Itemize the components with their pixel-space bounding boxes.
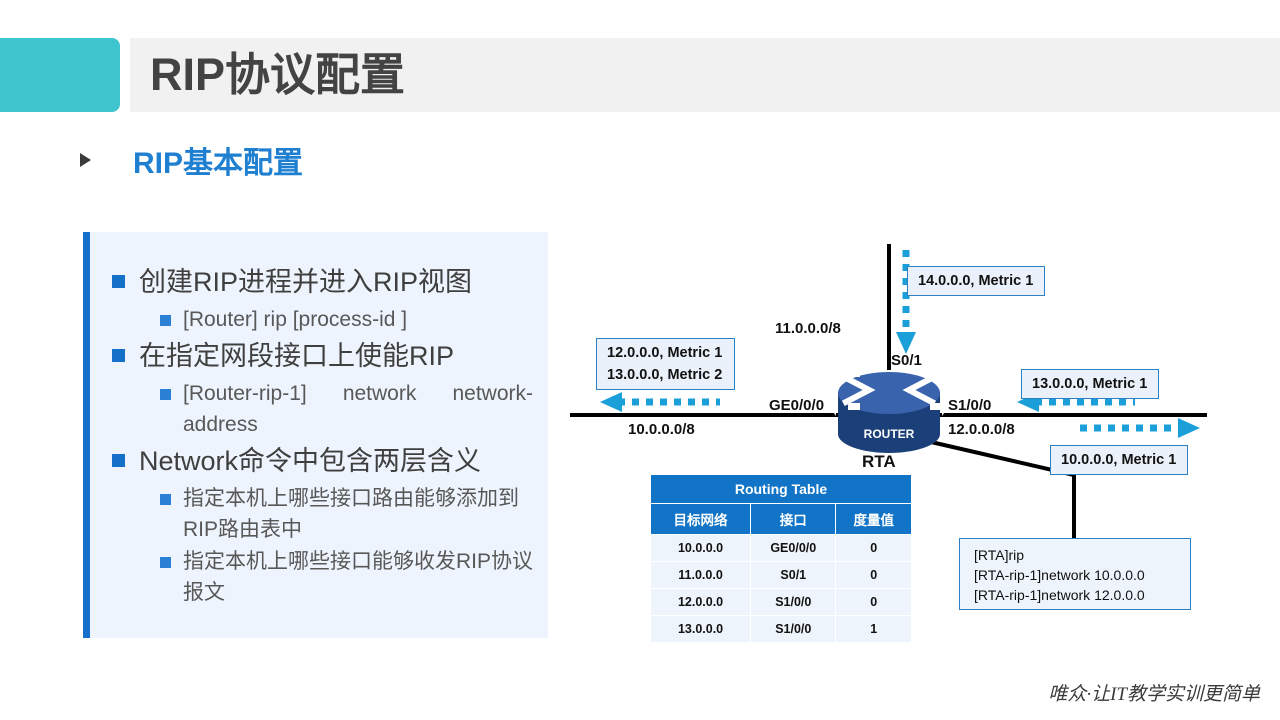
config-line-2: [RTA-rip-1]network 10.0.0.0 xyxy=(974,567,1145,583)
list-item: [Router-rip-1] network network-address xyxy=(160,378,534,440)
table-row: 10.0.0.0 GE0/0/0 0 xyxy=(649,534,912,562)
bullet-subtext: 指定本机上哪些接口能够收发RIP协议报文 xyxy=(183,550,534,604)
cell-interface: GE0/0/0 xyxy=(750,534,837,562)
cell-metric: 0 xyxy=(835,534,912,562)
router-name-label: RTA xyxy=(862,452,896,471)
topology-svg: ROUTER xyxy=(570,244,1207,540)
square-bullet-icon xyxy=(160,389,171,400)
callout-right-lower-line: 10.0.0.0, Metric 1 xyxy=(1061,452,1177,468)
table-row: 12.0.0.0 S1/0/0 0 xyxy=(649,588,912,616)
dotted-arrow-top xyxy=(896,250,916,354)
bullet-text: Network命令中包含两层含义 xyxy=(139,446,482,476)
cell-network: 12.0.0.0 xyxy=(649,588,752,616)
interface-label-top: S0/1 xyxy=(891,352,922,369)
square-bullet-icon xyxy=(112,275,125,288)
content-panel: 创建RIP进程并进入RIP视图 [Router] rip [process-id… xyxy=(83,232,548,638)
cell-metric: 1 xyxy=(835,615,912,643)
header-band xyxy=(130,38,1280,112)
callout-left-line2: 13.0.0.0, Metric 2 xyxy=(607,367,723,383)
callout-right-upper: 13.0.0.0, Metric 1 xyxy=(1021,369,1159,399)
bullet-subtext: 指定本机上哪些接口路由能够添加到RIP路由表中 xyxy=(183,487,519,541)
square-bullet-icon xyxy=(160,494,171,505)
cell-interface: S0/1 xyxy=(750,561,837,589)
interface-label-left: GE0/0/0 xyxy=(769,397,825,414)
callout-right-upper-line: 13.0.0.0, Metric 1 xyxy=(1032,376,1148,392)
list-item: 指定本机上哪些接口路由能够添加到RIP路由表中 xyxy=(160,483,534,545)
network-label-top: 11.0.0.0/8 xyxy=(775,320,841,337)
column-header-metric: 度量值 xyxy=(835,503,912,535)
square-bullet-icon xyxy=(112,454,125,467)
column-header-interface: 接口 xyxy=(750,503,837,535)
cell-interface: S1/0/0 xyxy=(750,588,837,616)
cell-metric: 0 xyxy=(835,561,912,589)
header-accent-block xyxy=(0,38,120,112)
square-bullet-icon xyxy=(160,557,171,568)
bullet-list: 创建RIP进程并进入RIP视图 [Router] rip [process-id… xyxy=(90,232,548,608)
callout-left-line1: 12.0.0.0, Metric 1 xyxy=(607,345,723,361)
list-item: 指定本机上哪些接口能够收发RIP协议报文 xyxy=(160,546,534,608)
footer-slogan: 唯众·让IT教学实训更简单 xyxy=(1048,684,1260,705)
bullet-subtext: [Router-rip-1] network network-address xyxy=(183,382,533,436)
square-bullet-icon xyxy=(112,349,125,362)
bullet-text: 在指定网段接口上使能RIP xyxy=(139,341,455,371)
network-label-left: 10.0.0.0/8 xyxy=(628,421,695,438)
callout-left: 12.0.0.0, Metric 1 13.0.0.0, Metric 2 xyxy=(596,338,735,390)
routing-table: Routing Table 目标网络 接口 度量值 10.0.0.0 GE0/0… xyxy=(649,474,912,643)
cell-network: 11.0.0.0 xyxy=(649,561,752,589)
page-title: RIP协议配置 xyxy=(150,49,406,100)
section-heading: RIP基本配置 xyxy=(80,138,303,182)
list-item: 创建RIP进程并进入RIP视图 xyxy=(112,262,534,302)
cell-interface: S1/0/0 xyxy=(750,615,837,643)
interface-label-right: S1/0/0 xyxy=(948,397,992,414)
network-label-right: 12.0.0.0/8 xyxy=(948,421,1015,438)
column-header-network: 目标网络 xyxy=(649,503,752,535)
cell-network: 10.0.0.0 xyxy=(649,534,752,562)
callout-top-line: 14.0.0.0, Metric 1 xyxy=(918,273,1034,289)
table-header-row: 目标网络 接口 度量值 xyxy=(649,503,912,535)
dotted-arrow-left xyxy=(600,392,720,412)
section-title: RIP基本配置 xyxy=(133,147,304,180)
table-title: Routing Table xyxy=(650,474,912,504)
router-icon-label: ROUTER xyxy=(864,427,915,441)
callout-top: 14.0.0.0, Metric 1 xyxy=(907,266,1045,296)
config-line-1: [RTA]rip xyxy=(974,547,1025,563)
list-item: 在指定网段接口上使能RIP xyxy=(112,336,534,376)
callout-right-lower: 10.0.0.0, Metric 1 xyxy=(1050,445,1188,475)
cell-metric: 0 xyxy=(835,588,912,616)
table-title-row: Routing Table xyxy=(650,474,912,504)
table-row: 13.0.0.0 S1/0/0 1 xyxy=(649,615,912,643)
list-item: Network命令中包含两层含义 xyxy=(112,441,534,481)
router-icon: ROUTER xyxy=(829,364,949,453)
config-line-3: [RTA-rip-1]network 12.0.0.0 xyxy=(974,587,1145,603)
list-item: [Router] rip [process-id ] xyxy=(160,304,534,335)
cell-network: 13.0.0.0 xyxy=(649,615,752,643)
triangle-bullet-icon xyxy=(80,153,91,167)
network-topology-diagram: ROUTER 11.0.0.0/8 S0/1 GE0/0/0 S1/0/0 10… xyxy=(560,230,1280,660)
bullet-subtext: [Router] rip [process-id ] xyxy=(183,308,408,331)
bullet-text: 创建RIP进程并进入RIP视图 xyxy=(139,267,473,297)
dotted-arrow-right-lower xyxy=(1080,418,1200,438)
config-callout: [RTA]rip [RTA-rip-1]network 10.0.0.0 [RT… xyxy=(959,538,1191,610)
table-row: 11.0.0.0 S0/1 0 xyxy=(649,561,912,589)
square-bullet-icon xyxy=(160,315,171,326)
